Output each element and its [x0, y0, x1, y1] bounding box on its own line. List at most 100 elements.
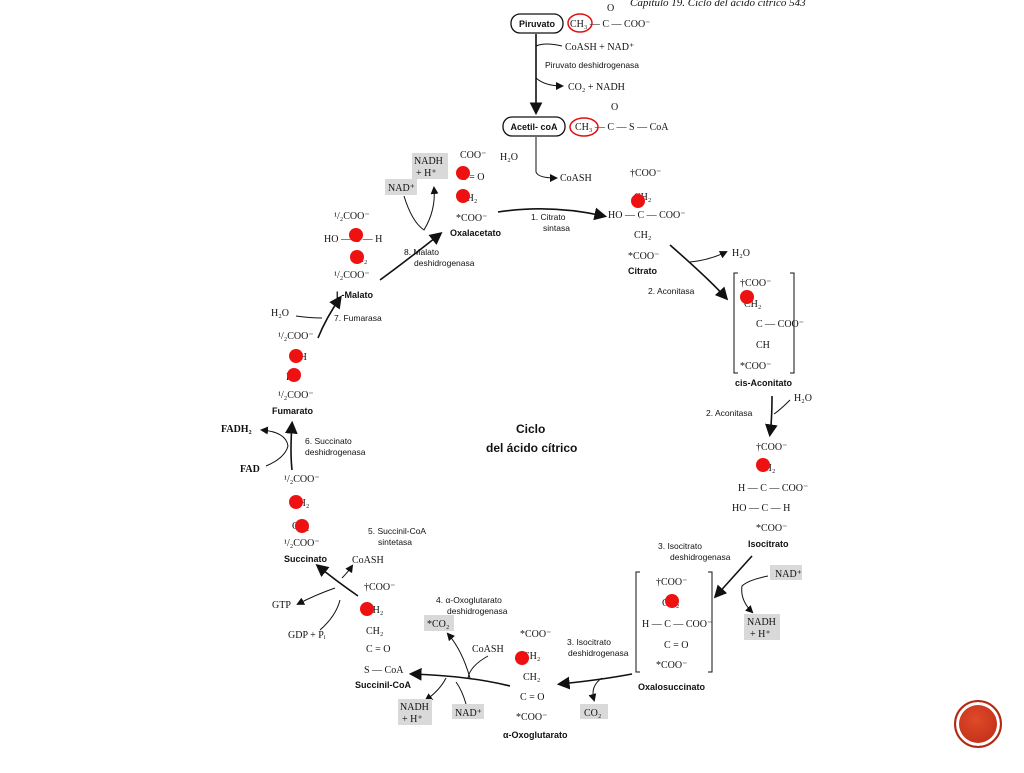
citrato-marker: [631, 194, 645, 208]
co2-nadh: CO₂ + NADH: [568, 82, 625, 93]
svg-text:¹/₂COO⁻: ¹/₂COO⁻: [284, 474, 320, 485]
cis-bracket-right: [790, 272, 795, 374]
svg-text:CH₂: CH₂: [523, 651, 540, 662]
svg-text:COO⁻: COO⁻: [460, 150, 486, 161]
nad-3-box: [385, 179, 417, 195]
cis-bracket-left: [733, 272, 738, 374]
oxalosuccinato-bracket-right: [708, 571, 713, 673]
nadh-3-box: [412, 153, 448, 179]
nadh-2-branch: [424, 677, 447, 702]
enzyme-6-line2: deshidrogenasa: [305, 447, 366, 457]
step2b-arrow: [765, 395, 778, 438]
svg-text:CH₂: CH₂: [523, 672, 540, 683]
h2o-2: H₂O: [732, 248, 750, 259]
nad-3-branch: [403, 186, 439, 231]
center-subtitle: del ácido cítrico: [486, 441, 577, 455]
fumarato-structure: ¹/₂COO⁻ CH HC ¹/₂COO⁻: [278, 331, 314, 401]
enzyme-2b: 2. Aconitasa: [706, 408, 753, 418]
enzyme-1-line2: sintasa: [543, 223, 570, 233]
citrato-label: Citrato: [628, 266, 658, 276]
gtp: GTP: [272, 600, 291, 611]
coash-branch: [535, 137, 558, 182]
gdp: GDP + Pᵢ: [288, 630, 326, 641]
nad-2-box: [452, 704, 484, 719]
succinato-marker-2: [295, 519, 309, 533]
nad-3: NAD⁺: [388, 183, 415, 194]
oxalacetato-marker-1: [456, 166, 470, 180]
nadh-1-line2: + H⁺: [750, 629, 771, 640]
enzyme-3b-line2: deshidrogenasa: [568, 648, 629, 658]
gtp-branch: [296, 587, 336, 605]
svg-text:C = O: C = O: [520, 692, 545, 703]
svg-text:¹/₂COO⁻: ¹/₂COO⁻: [334, 270, 370, 281]
co2-2-box: [424, 615, 454, 631]
oxalosuccinato-label: Oxalosuccinato: [638, 682, 706, 692]
fadh2: FADH₂: [221, 424, 252, 435]
svg-text:*COO⁻: *COO⁻: [756, 523, 787, 534]
svg-text:*COO⁻: *COO⁻: [516, 712, 547, 723]
enzyme-5-line1: 5. Succinil-CoA: [368, 526, 426, 536]
malato-structure: ¹/₂COO⁻ HO — C — H CH₂ ¹/₂COO⁻: [324, 211, 382, 281]
h2o-2-branch: [689, 251, 728, 263]
svg-text:C = O: C = O: [366, 644, 391, 655]
co2-2: *CO₂: [427, 619, 449, 630]
h2o-1: H₂O: [500, 152, 518, 163]
svg-text:C = O: C = O: [664, 640, 689, 651]
svg-text:CH: CH: [756, 340, 770, 351]
step2a-arrow: [669, 244, 729, 301]
step8-arrow: [379, 232, 443, 281]
pdh-label: Piruvato deshidrogenasa: [545, 60, 639, 70]
enzyme-5-line2: sintetasa: [378, 537, 412, 547]
step3b-arrow: [556, 673, 633, 690]
step5-arrow: [315, 563, 359, 597]
piruvato-label: Piruvato: [519, 19, 556, 29]
nadh-1-line1: NADH: [747, 617, 776, 628]
enzyme-3a-line1: 3. Isocitrato: [658, 541, 702, 551]
succinato-structure: ¹/₂COO⁻ CH₂ CH₂ ¹/₂COO⁻: [284, 474, 320, 549]
coash-2: CoASH: [472, 644, 504, 655]
circle-nav-icon[interactable]: [954, 700, 1002, 748]
svg-text:¹/₂COO⁻: ¹/₂COO⁻: [278, 331, 314, 342]
svg-text:CH₂: CH₂: [634, 230, 651, 241]
svg-text:*COO⁻: *COO⁻: [656, 660, 687, 671]
nad-1-branch: [741, 575, 769, 614]
citrato-structure: †COO⁻ CH₂ HO — C — COO⁻ CH₂ *COO⁻: [608, 168, 686, 262]
svg-text:†COO⁻: †COO⁻: [364, 582, 395, 593]
enzyme-3b-line1: 3. Isocitrato: [567, 637, 611, 647]
nadh-2-line2: + H⁺: [402, 714, 423, 725]
svg-text:C — COO⁻: C — COO⁻: [756, 319, 804, 330]
succinilcoa-marker: [360, 602, 374, 616]
acetil-ch3-circle: [569, 117, 599, 137]
isocitrato-structure: †COO⁻ CH₂ H — C — COO⁻ HO — C — H *COO⁻: [732, 442, 808, 534]
nad-2: NAD⁺: [455, 708, 482, 719]
co2-1-branch: [588, 677, 603, 702]
isocitrato-label: Isocitrato: [748, 539, 789, 549]
fumarato-label: Fumarato: [272, 406, 314, 416]
succinato-label: Succinato: [284, 554, 328, 564]
enzyme-6-line1: 6. Succinato: [305, 436, 352, 446]
succinilcoa-structure: †COO⁻ CH₂ CH₂ C = O S — CoA: [360, 582, 404, 676]
svg-text:¹/₂COO⁻: ¹/₂COO⁻: [278, 390, 314, 401]
svg-text:*COO⁻: *COO⁻: [740, 361, 771, 372]
co2-1: CO₂: [584, 708, 601, 719]
oxalosuccinato-bracket-left: [635, 571, 640, 673]
svg-text:*COO⁻: *COO⁻: [456, 213, 487, 224]
cis-aconitato-structure: †COO⁻ CH₂ C — COO⁻ CH *COO⁻: [740, 278, 804, 372]
svg-text:CH₂: CH₂: [744, 299, 761, 310]
oxoglutarato-structure: *COO⁻ CH₂ CH₂ C = O *COO⁻: [515, 629, 551, 723]
svg-text:HO — C — COO⁻: HO — C — COO⁻: [608, 210, 686, 221]
nadh-1-box: [744, 614, 780, 640]
fad-branch: [260, 426, 289, 467]
enzyme-8-line2: deshidrogenasa: [414, 258, 475, 268]
isocitrato-marker: [756, 458, 770, 472]
fad: FAD: [240, 464, 260, 475]
svg-text:*COO⁻: *COO⁻: [628, 251, 659, 262]
svg-text:†COO⁻: †COO⁻: [740, 278, 771, 289]
acetil-formula: CH₃ — C — S — CoA: [575, 122, 669, 133]
center-title: Ciclo: [516, 422, 545, 436]
acetil-oxygen: O: [611, 102, 618, 113]
coash-3: CoASH: [352, 555, 384, 566]
acetil-box: [502, 116, 566, 137]
enzyme-8-line1: 8. Malato: [404, 247, 439, 257]
